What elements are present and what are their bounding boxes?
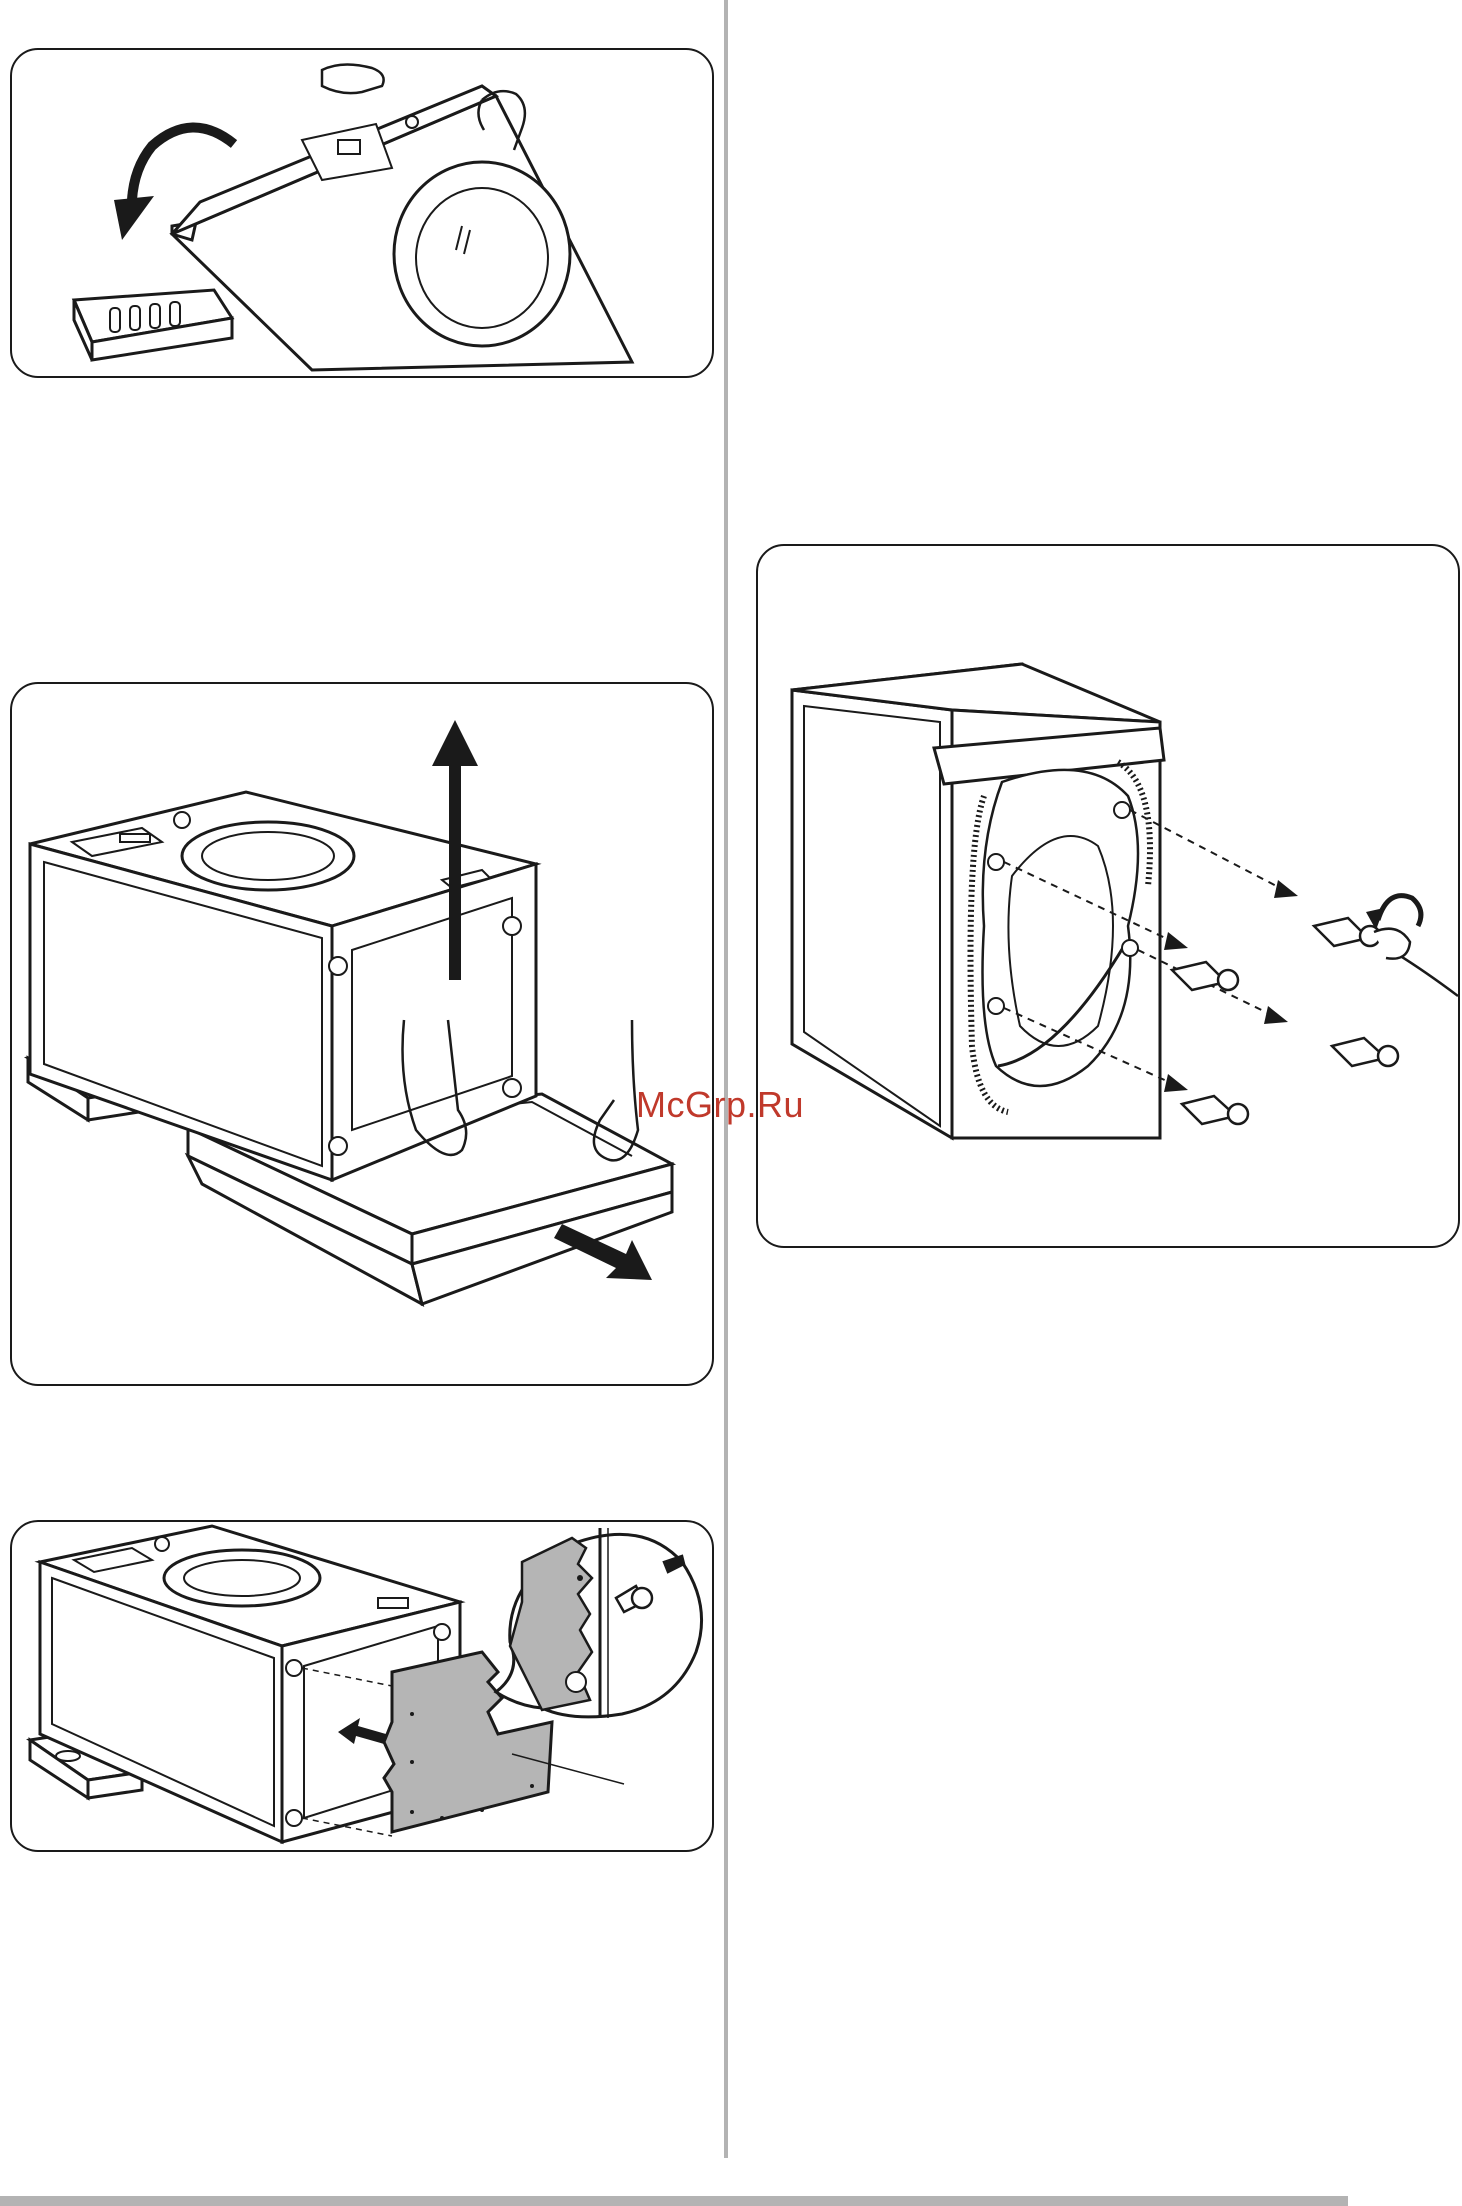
spanner-icon — [1374, 929, 1458, 996]
curved-arrow-icon — [1366, 896, 1421, 930]
column-divider — [724, 0, 728, 2158]
lift-machine-illustration — [12, 684, 712, 1384]
figure-tilt-machine — [10, 48, 714, 378]
remove-bolts-illustration — [758, 546, 1458, 1246]
figure-remove-bolts — [756, 544, 1460, 1248]
insert-panel-illustration — [12, 1522, 712, 1850]
figure-insert-panel — [10, 1520, 714, 1852]
washing-machine — [792, 664, 1164, 1138]
figure-lift-machine — [10, 682, 714, 1386]
washing-machine — [172, 86, 632, 370]
magnifier-callout — [496, 1528, 702, 1718]
polystyrene-base — [74, 290, 232, 360]
watermark: McGrp.Ru — [636, 1084, 804, 1126]
footer-bar — [0, 2196, 1348, 2206]
tilt-machine-illustration — [12, 50, 712, 376]
